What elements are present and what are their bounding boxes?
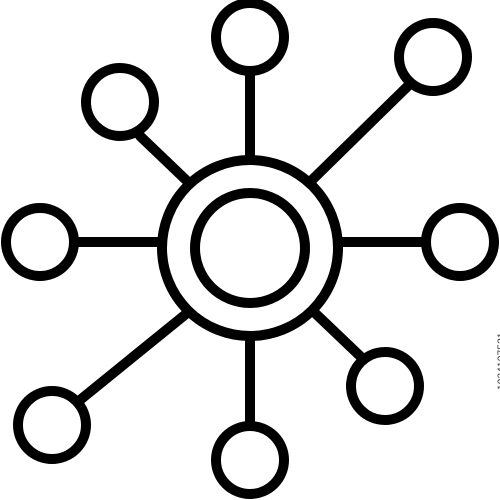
spoke-top-right: [307, 79, 415, 185]
node-top: [211, 0, 289, 76]
node-right: [421, 203, 499, 281]
node-top-left: [81, 63, 159, 141]
node-bottom-left: [13, 386, 91, 464]
spoke-bottom-left: [75, 309, 191, 405]
node-bottom-right: [346, 347, 424, 425]
spoke-top-left: [135, 131, 191, 185]
node-top-right: [394, 18, 472, 96]
hub-inner-ring: [190, 188, 310, 308]
node-left: [1, 203, 79, 281]
node-bottom: [211, 421, 289, 499]
spoke-bottom-right: [311, 309, 365, 361]
